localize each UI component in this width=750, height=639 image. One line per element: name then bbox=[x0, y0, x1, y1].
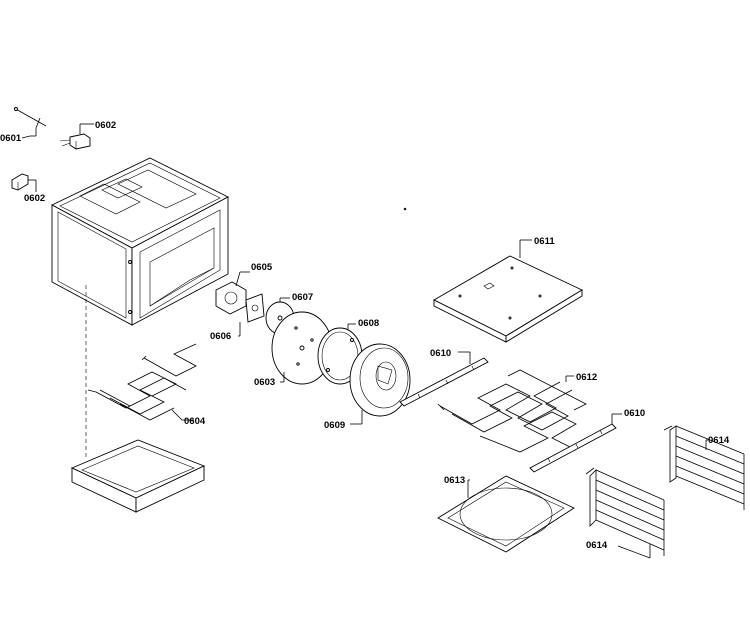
part-0610-rail-lower bbox=[529, 413, 622, 473]
part-0605-fan-motor bbox=[215, 271, 250, 315]
part-0603-round-plate bbox=[271, 311, 333, 385]
part-0601-sensor bbox=[13, 107, 47, 137]
callout-0604: 0604 bbox=[184, 416, 206, 427]
callout-0607: 0607 bbox=[292, 292, 313, 303]
part-0610-rail-upper bbox=[399, 351, 489, 407]
callout-0612: 0612 bbox=[576, 372, 597, 383]
part-0614-rack-upper bbox=[663, 425, 745, 510]
part-0602-switch-top bbox=[59, 123, 92, 150]
callout-0605: 0605 bbox=[251, 262, 273, 273]
callout-0609: 0609 bbox=[324, 420, 345, 431]
part-0609-fan-cover bbox=[349, 343, 411, 424]
callout-0610: 0610 bbox=[624, 408, 645, 419]
part-0611-top-plate bbox=[433, 239, 583, 343]
callout-0610: 0610 bbox=[430, 348, 451, 359]
part-0606-bracket bbox=[239, 293, 265, 336]
callout-0613: 0613 bbox=[444, 475, 465, 486]
part-oven-cavity bbox=[51, 157, 229, 326]
part-0604-bottom-element bbox=[87, 343, 197, 421]
callout-0606: 0606 bbox=[210, 331, 231, 342]
part-bottom-tray bbox=[70, 439, 206, 513]
callout-0614: 0614 bbox=[586, 540, 608, 551]
callout-0602: 0602 bbox=[95, 120, 116, 131]
part-0613-rear-panel bbox=[437, 475, 575, 553]
part-0602-switch-left bbox=[11, 173, 37, 191]
callout-0601: 0601 bbox=[0, 133, 22, 144]
callout-0603: 0603 bbox=[254, 377, 275, 388]
callout-0614: 0614 bbox=[708, 435, 730, 446]
callout-0608: 0608 bbox=[358, 318, 379, 329]
callout-0611: 0611 bbox=[534, 236, 555, 247]
part-0614-rack-lower bbox=[585, 467, 665, 558]
part-0612-top-element bbox=[437, 369, 587, 453]
callout-0602: 0602 bbox=[24, 193, 45, 204]
